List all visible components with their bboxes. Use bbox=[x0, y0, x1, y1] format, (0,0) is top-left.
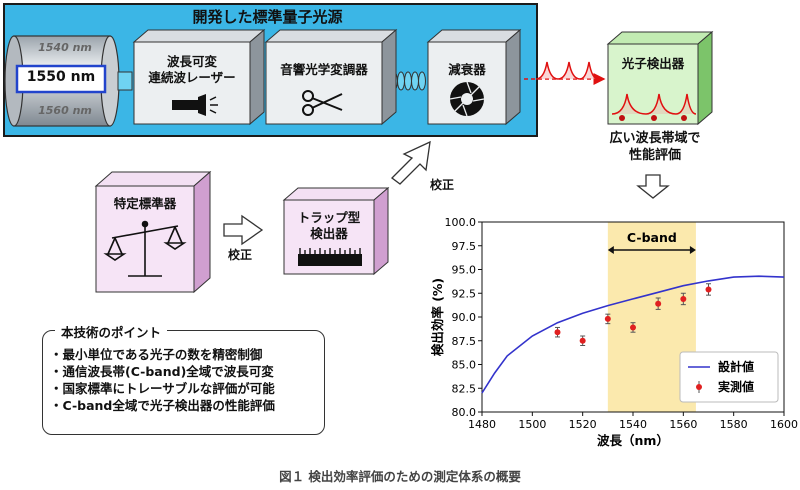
photon-detector-cube bbox=[606, 30, 714, 126]
specific-standard-cube bbox=[94, 170, 212, 294]
key-point-item: ・C-band全域で光子検出器の性能評価 bbox=[50, 398, 275, 413]
down-arrow bbox=[636, 174, 670, 199]
detector-note-line1: 広い波長帯域で bbox=[609, 131, 701, 146]
photon-pulses bbox=[524, 61, 606, 85]
key-points-list: ・最小単位である光子の数を精密制御 ・通信波長帯(C-band)全域で波長可変 … bbox=[50, 346, 275, 414]
aperture-icon bbox=[449, 81, 485, 117]
calibration-arrow-right bbox=[223, 214, 264, 246]
legend-design-label: 設計値 bbox=[718, 359, 754, 374]
y-tick-label: 100.0 bbox=[445, 216, 477, 229]
key-point-item: ・国家標準にトレーサブルな評価が可能 bbox=[50, 381, 275, 396]
wavelength-selected-label: 1550 nm bbox=[26, 69, 96, 85]
flashlight-icon bbox=[172, 94, 218, 116]
laser-label-line2: 連続波レーザー bbox=[148, 70, 236, 85]
legend-point-swatch bbox=[696, 384, 702, 390]
laser-cube bbox=[132, 28, 266, 126]
calibration-label-2: 校正 bbox=[430, 178, 455, 192]
y-tick-label: 92.5 bbox=[452, 287, 477, 300]
x-tick-label: 1560 bbox=[669, 418, 697, 431]
design-value-line bbox=[481, 275, 785, 394]
attenuator-label: 減衰器 bbox=[448, 62, 486, 77]
x-tick-label: 1600 bbox=[770, 418, 798, 431]
y-tick-label: 87.5 bbox=[452, 335, 477, 348]
y-tick-label: 97.5 bbox=[452, 240, 477, 253]
c-band-label: C-band bbox=[627, 230, 677, 245]
wavelength-top-label: 1540 nm bbox=[38, 41, 92, 54]
measured-point bbox=[579, 337, 586, 344]
measured-point bbox=[705, 286, 712, 293]
trap-label: トラップ型 検出器 bbox=[284, 210, 374, 242]
x-axis-label: 波長（nm） bbox=[597, 433, 669, 448]
fiber-coil bbox=[390, 71, 426, 91]
measured-point bbox=[680, 295, 687, 302]
modulator-cube bbox=[264, 28, 398, 126]
balance-scale-icon bbox=[103, 220, 187, 277]
detector-note: 広い波長帯域で 性能評価 bbox=[590, 130, 720, 164]
key-points-box bbox=[42, 330, 325, 435]
laser-label-line1: 波長可変 bbox=[166, 54, 217, 69]
y-tick-label: 95.0 bbox=[452, 264, 477, 277]
x-tick-label: 1480 bbox=[468, 418, 496, 431]
wavelength-bottom-label: 1560 nm bbox=[38, 104, 92, 117]
y-tick-label: 80.0 bbox=[452, 406, 477, 419]
laser-label: 波長可変 連続波レーザー bbox=[134, 54, 250, 86]
legend-box bbox=[679, 351, 779, 403]
scissors-icon bbox=[302, 90, 343, 116]
trap-label-line1: トラップ型 bbox=[297, 210, 361, 225]
x-tick-label: 1500 bbox=[518, 418, 546, 431]
ruler-icon bbox=[298, 248, 362, 266]
calibration-arrow-up bbox=[391, 140, 431, 185]
trap-label-line2: 検出器 bbox=[310, 226, 348, 241]
y-axis-label: 検出効率 (%) bbox=[430, 278, 445, 356]
key-point-item: ・通信波長帯(C-band)全域で波長可変 bbox=[50, 364, 274, 379]
fiber-connector bbox=[117, 71, 133, 91]
detector-note-line2: 性能評価 bbox=[628, 148, 681, 163]
measured-point bbox=[655, 300, 662, 307]
measured-point bbox=[630, 324, 636, 331]
x-tick-label: 1580 bbox=[720, 418, 748, 431]
y-tick-label: 82.5 bbox=[452, 382, 477, 395]
key-points-title: 本技術のポイント bbox=[55, 322, 168, 341]
legend-measured-label: 実測値 bbox=[718, 379, 754, 394]
detector-label: 光子検出器 bbox=[621, 56, 685, 71]
efficiency-chart: C-band 80.0 82.5 85.0 87.5 90.0 92.5 95.0 97.5 10… bbox=[430, 216, 798, 448]
measured-point bbox=[604, 315, 611, 322]
modulator-label: 音響光学変調器 bbox=[280, 62, 368, 77]
wavelength-selected-box bbox=[15, 64, 107, 94]
calibration-label-1: 校正 bbox=[228, 248, 253, 262]
y-tick-label: 90.0 bbox=[452, 311, 477, 324]
panel-title: 開発した標準量子光源 bbox=[192, 8, 343, 26]
x-tick-label: 1540 bbox=[619, 418, 647, 431]
key-point-item: ・最小単位である光子の数を精密制御 bbox=[50, 347, 263, 362]
x-tick-label: 1520 bbox=[569, 418, 597, 431]
measured-point bbox=[554, 329, 561, 336]
detector-signal-peaks bbox=[611, 93, 697, 121]
figure-caption: 図１ 検出効率評価のための測定体系の概要 bbox=[279, 469, 521, 484]
standard-label: 特定標準器 bbox=[113, 196, 177, 211]
y-tick-label: 85.0 bbox=[452, 359, 477, 372]
